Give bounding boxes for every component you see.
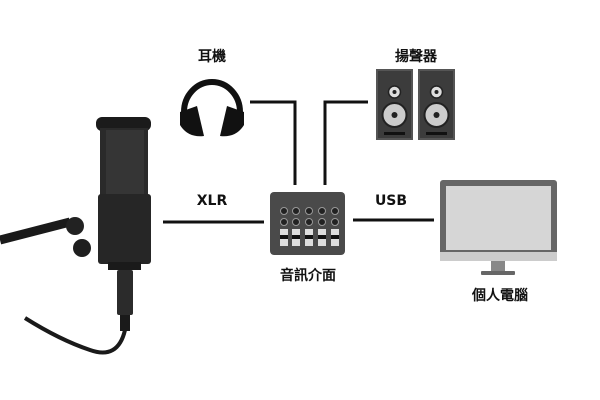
computer-label: 個人電腦	[472, 288, 528, 304]
speakers-icon	[376, 69, 455, 140]
speaker-cable	[323, 100, 368, 185]
headphone-cable	[250, 100, 297, 185]
headphones-icon	[180, 79, 244, 137]
microphone-icon	[0, 117, 151, 355]
headphones-label: 耳機	[198, 49, 226, 65]
computer-monitor-icon	[440, 180, 557, 275]
audio-interface-label: 音訊介面	[280, 268, 336, 284]
usb-label: USB	[374, 193, 408, 209]
xlr-label: XLR	[196, 193, 228, 209]
speakers-label: 揚聲器	[395, 49, 437, 65]
audio-interface-icon	[270, 192, 345, 255]
